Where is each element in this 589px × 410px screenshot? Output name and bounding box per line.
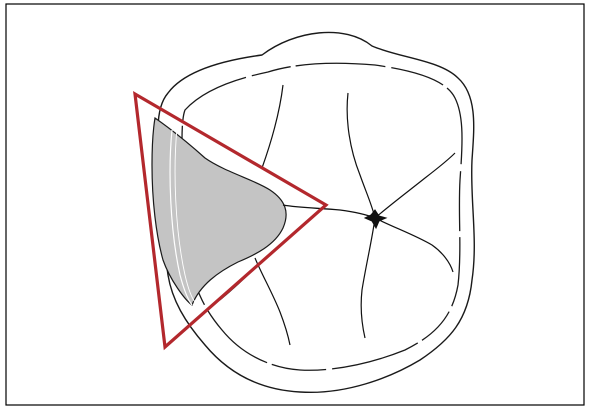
figure-border	[6, 4, 584, 405]
